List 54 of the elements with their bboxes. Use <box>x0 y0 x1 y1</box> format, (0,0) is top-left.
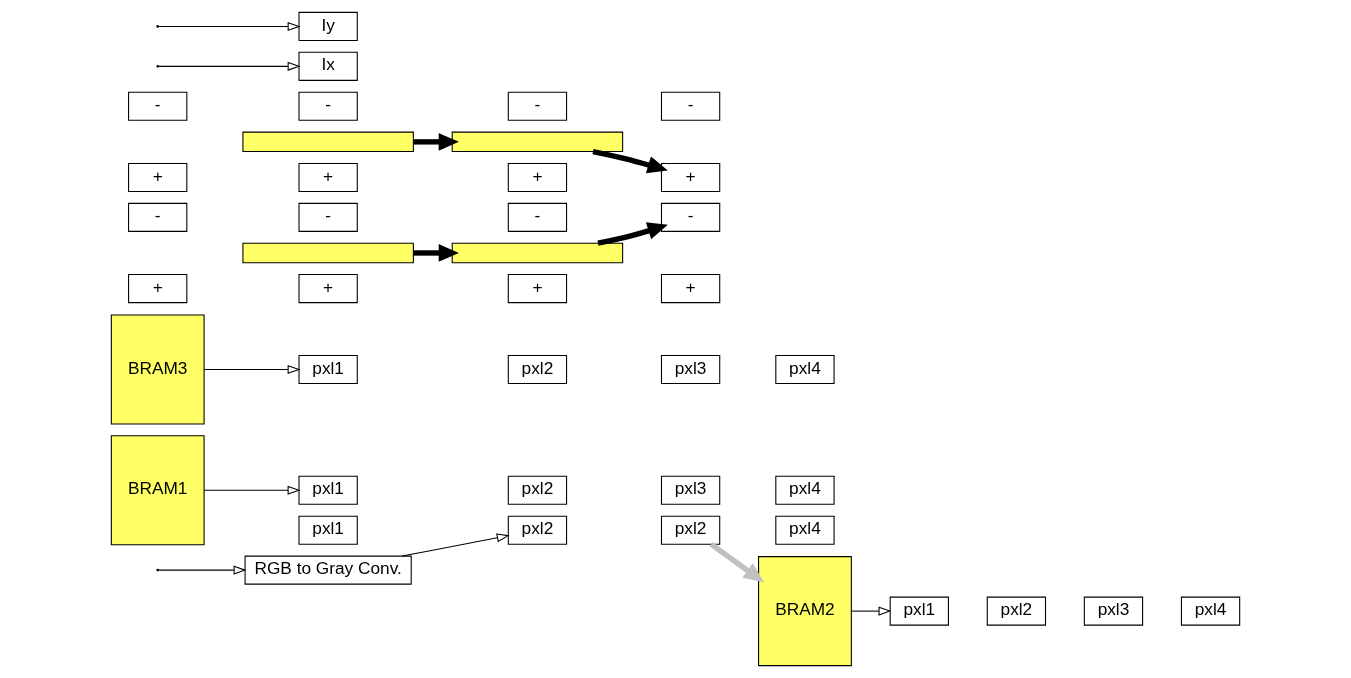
arrow <box>413 244 459 262</box>
node-box: pxl4 <box>775 515 835 545</box>
node-box: pxl2 <box>507 515 568 545</box>
node-box: BRAM2 <box>758 556 852 667</box>
node-box: + <box>128 162 188 192</box>
node-bar <box>242 131 414 153</box>
node-box: Iy <box>298 11 358 41</box>
node-box: pxl1 <box>889 596 949 626</box>
arrow <box>158 61 301 71</box>
node-box: pxl3 <box>660 475 721 505</box>
node-box: + <box>507 162 568 192</box>
node-box: RGB to Gray Conv. <box>244 555 412 585</box>
node-bar <box>451 242 624 264</box>
arrow <box>401 533 510 557</box>
node-box: pxl1 <box>298 515 358 545</box>
node-box: + <box>660 162 721 192</box>
node-box: - <box>128 91 188 121</box>
arrow <box>203 364 301 374</box>
node-box: pxl2 <box>507 475 568 505</box>
node-box: pxl3 <box>1083 596 1144 626</box>
node-bar <box>451 131 624 153</box>
node-box: - <box>128 202 188 232</box>
node-box: Ix <box>298 51 358 81</box>
node-bar <box>242 242 414 264</box>
node-box: pxl2 <box>660 515 721 545</box>
node-box: + <box>507 274 568 304</box>
node-box: BRAM1 <box>110 435 205 546</box>
node-box: pxl2 <box>507 354 568 385</box>
arrow <box>597 222 668 246</box>
node-box: - <box>298 91 358 121</box>
node-box: - <box>298 202 358 232</box>
node-box: pxl2 <box>986 596 1047 626</box>
node-box: + <box>298 162 358 192</box>
arrow <box>158 21 301 31</box>
arrow <box>592 148 668 174</box>
node-box: pxl4 <box>1180 596 1241 626</box>
node-box: + <box>128 274 188 304</box>
node-box: pxl3 <box>660 354 721 385</box>
arrow <box>709 542 764 583</box>
arrow <box>413 133 459 151</box>
node-box: pxl4 <box>775 475 835 505</box>
arrow <box>158 565 247 575</box>
node-box: - <box>660 91 721 121</box>
arrow <box>850 606 892 616</box>
node-box: + <box>298 274 358 304</box>
node-box: - <box>660 202 721 232</box>
node-box: pxl1 <box>298 354 358 385</box>
arrow <box>203 485 301 495</box>
node-box: - <box>507 202 568 232</box>
node-box: pxl1 <box>298 475 358 505</box>
node-box: BRAM3 <box>110 314 205 425</box>
node-box: pxl4 <box>775 354 835 385</box>
node-box: - <box>507 91 568 121</box>
node-box: + <box>660 274 721 304</box>
